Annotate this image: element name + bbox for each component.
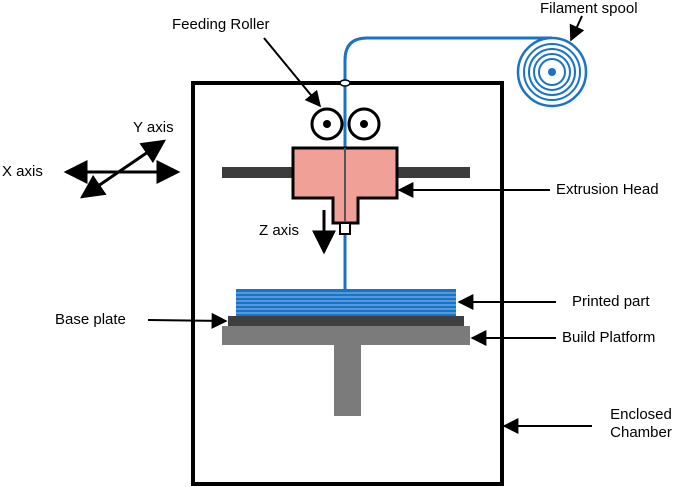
build-platform-label: Build Platform [562,329,656,346]
extrusion-head-label: Extrusion Head [556,181,659,198]
feeding-roller-leader [263,37,322,108]
base-plate-label: Base plate [55,311,126,328]
build-platform [222,326,470,345]
base-plate-leader [147,312,228,329]
x-axis-label: X axis [2,163,43,180]
enclosed-chamber-label-line1: Enclosed [610,406,672,423]
printed-part [236,289,456,316]
filament-entry-grommet [339,79,351,87]
feeding-roller-label: Feeding Roller [172,16,270,33]
printed-part-label: Printed part [572,293,650,310]
platform-stem [334,345,361,416]
base-plate [228,316,464,326]
feeding-roller-icon [310,107,381,141]
nozzle [339,222,351,235]
y-axis-arrow [80,139,166,199]
filament-spool-leader [569,15,585,42]
y-axis-label: Y axis [133,119,174,136]
enclosed-chamber [191,81,504,486]
filament-spool-icon [516,36,588,108]
enclosed-chamber-label-line2: Chamber [610,424,672,441]
filament-line [343,36,552,292]
filament-spool-label: Filament spool [540,0,638,17]
z-axis-label: Z axis [259,222,300,239]
enclosed-chamber-label: Enclosed Chamber [596,406,685,442]
